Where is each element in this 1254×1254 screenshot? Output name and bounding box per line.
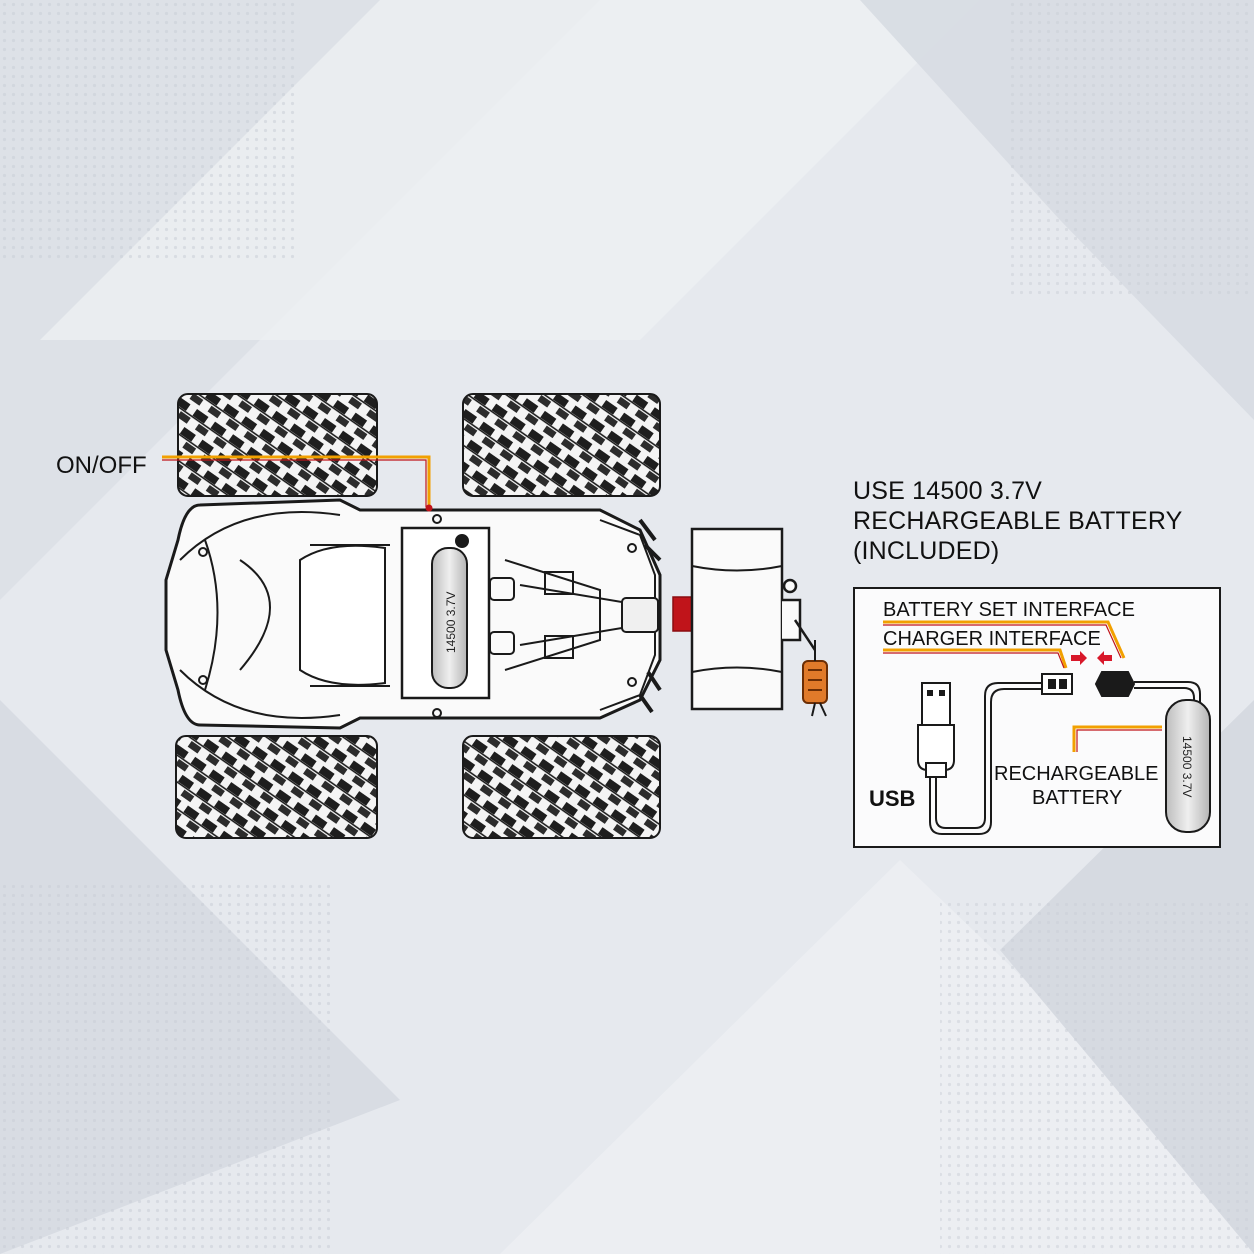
wheel-front-right: [462, 393, 661, 497]
charger-connector-icon: [1041, 673, 1073, 695]
battery-plug-icon: [802, 640, 828, 717]
battery-holder: [690, 527, 817, 711]
charger-battery-label: 14500 3.7V: [1180, 736, 1194, 798]
battery-set-interface-label: BATTERY SET INTERFACE: [883, 599, 1135, 621]
car-battery-label: 14500 3.7V: [444, 591, 458, 653]
on-off-label: ON/OFF: [56, 452, 147, 479]
usb-plug-icon: [921, 682, 951, 726]
wheel-front-left: [177, 393, 378, 497]
battery-heading-line1: USE 14500 3.7V: [853, 477, 1043, 505]
charger-diagram: [853, 587, 1221, 848]
car-battery: [431, 547, 468, 689]
rechargeable-battery-leader: [1072, 725, 1162, 752]
connect-arrow-left-icon: [1097, 651, 1112, 665]
rechargeable-label-line1: RECHARGEABLE: [994, 763, 1159, 785]
battery-set-connector: [1094, 671, 1201, 706]
battery-heading-line3: (INCLUDED): [853, 537, 1000, 565]
car-top-view: [164, 393, 662, 839]
usb-label: USB: [869, 786, 916, 811]
charger-diagram-frame: [853, 587, 1221, 848]
rechargeable-label-line2: BATTERY: [1032, 787, 1123, 809]
on-off-leader: [162, 455, 433, 512]
charger-interface-label: CHARGER INTERFACE: [883, 628, 1101, 650]
wheel-rear-left: [175, 735, 378, 839]
usb-cable: [917, 673, 1073, 835]
wheel-rear-right: [462, 735, 661, 839]
rechargeable-battery: [1165, 699, 1211, 833]
charger-interface-leader: [883, 648, 1068, 669]
battery-heading-line2: RECHARGEABLE BATTERY: [853, 507, 1183, 535]
connect-arrow-right-icon: [1071, 651, 1087, 665]
battery-set-interface-leader: [883, 620, 1126, 659]
